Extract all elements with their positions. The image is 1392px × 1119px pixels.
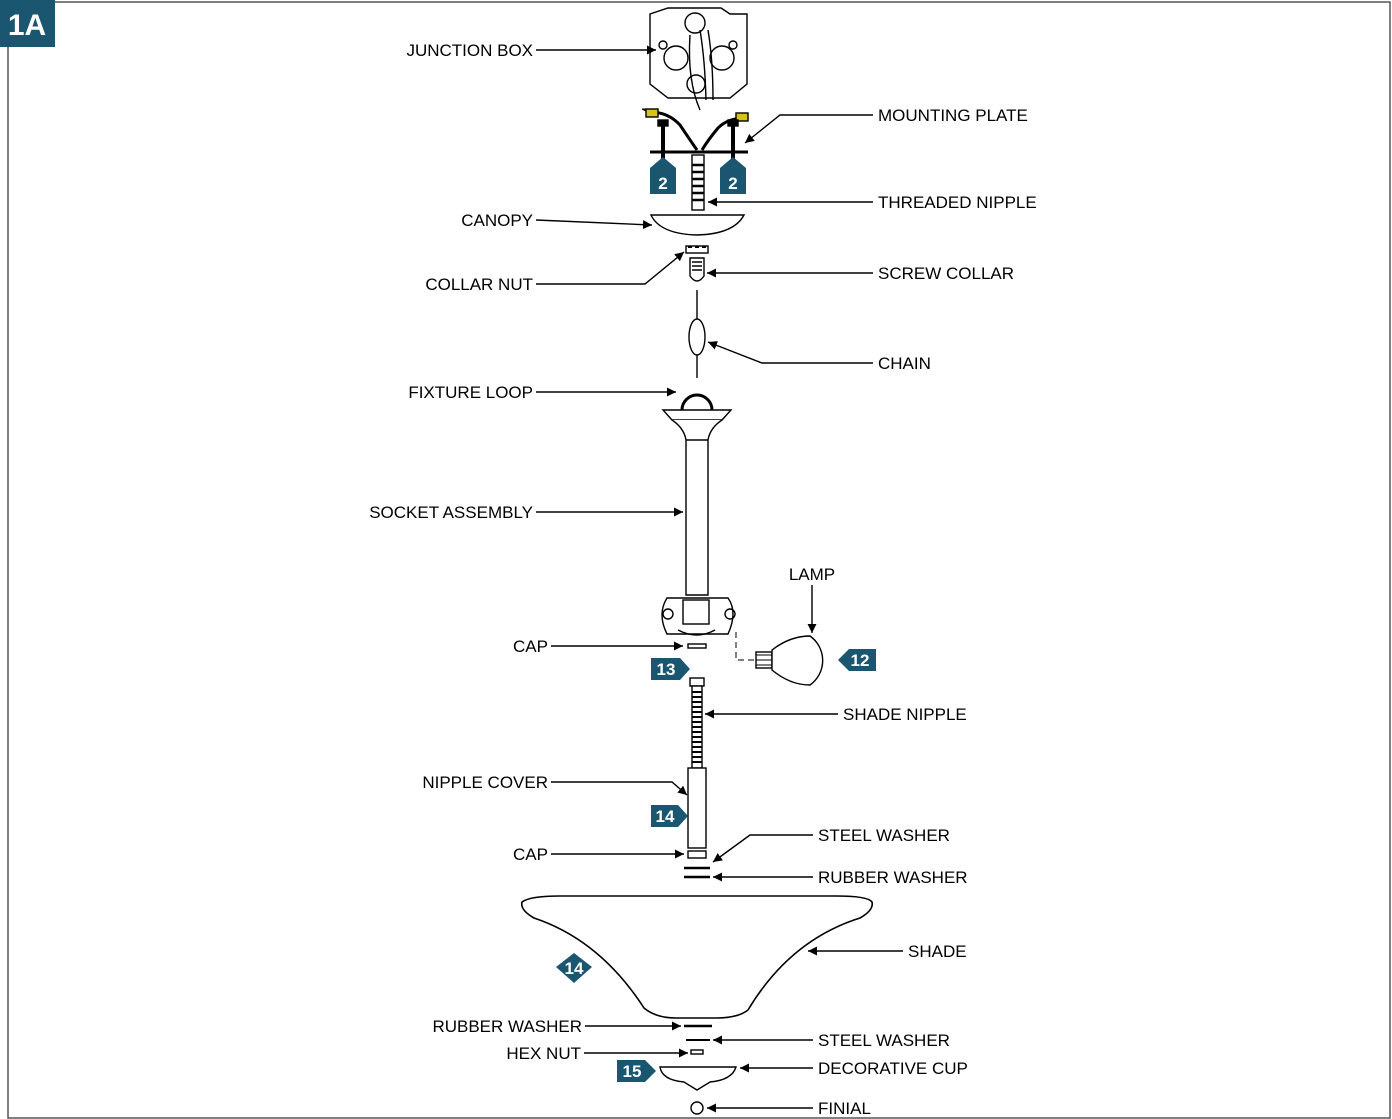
label-socket-assembly: SOCKET ASSEMBLY	[369, 503, 533, 522]
nipple-cover-part	[687, 767, 707, 849]
cap-top-part	[687, 643, 707, 649]
step-badge-nipple-cover: 14	[651, 805, 688, 827]
decorative-cup-part	[659, 1066, 737, 1091]
label-nipple-cover: NIPPLE COVER	[422, 773, 548, 792]
label-steel-washer-bottom: STEEL WASHER	[818, 1031, 950, 1050]
step-badge-shade: 14	[556, 953, 592, 983]
screw-collar-part	[689, 257, 705, 282]
mounting-screw-left-part	[657, 119, 669, 160]
label-fixture-loop: FIXTURE LOOP	[408, 383, 533, 402]
svg-text:12: 12	[851, 651, 870, 670]
label-cap-lower: CAP	[513, 845, 548, 864]
label-rubber-washer-top: RUBBER WASHER	[818, 868, 968, 887]
threaded-nipple-part	[691, 154, 705, 211]
fixture-loop-part	[661, 393, 733, 421]
step-badges: 2 2 12 13 14 14 15	[556, 157, 876, 1082]
label-lamp: LAMP	[789, 565, 835, 584]
label-steel-washer-top: STEEL WASHER	[818, 826, 950, 845]
junction-box-part	[649, 7, 748, 111]
svg-text:2: 2	[728, 174, 737, 193]
label-rubber-washer-bottom: RUBBER WASHER	[432, 1017, 582, 1036]
figure-border	[7, 1, 1391, 1119]
canopy-part	[649, 214, 746, 236]
part-labels: JUNCTION BOX MOUNTING PLATE THREADED NIP…	[369, 41, 1036, 1118]
label-finial: FINIAL	[818, 1099, 871, 1118]
shade-nipple-part	[689, 677, 705, 769]
figure-id-badge: 1A	[0, 0, 55, 47]
svg-text:14: 14	[656, 807, 675, 826]
label-canopy: CANOPY	[461, 211, 533, 230]
label-hex-nut: HEX NUT	[506, 1044, 581, 1063]
svg-text:15: 15	[623, 1062, 642, 1081]
step-badge-lamp: 12	[838, 649, 876, 671]
label-shade-nipple: SHADE NIPPLE	[843, 705, 967, 724]
svg-text:1A: 1A	[8, 9, 46, 42]
svg-text:13: 13	[657, 660, 676, 679]
svg-text:2: 2	[658, 174, 667, 193]
label-screw-collar: SCREW COLLAR	[878, 264, 1014, 283]
collar-nut-part	[685, 245, 709, 254]
lamp-part	[735, 632, 824, 686]
finial-part	[690, 1101, 704, 1115]
shade-part	[520, 895, 874, 1019]
svg-text:14: 14	[565, 959, 584, 978]
callout-arrows	[535, 45, 903, 1113]
parts-drawing	[520, 7, 874, 1115]
hex-nut-part	[690, 1049, 704, 1055]
label-chain: CHAIN	[878, 354, 931, 373]
step-badge-mounting-screw-right: 2	[720, 157, 746, 194]
label-decorative-cup: DECORATIVE CUP	[818, 1059, 968, 1078]
step-badge-decorative-cup: 15	[617, 1060, 656, 1082]
label-shade: SHADE	[908, 942, 967, 961]
step-badge-cap: 13	[651, 658, 690, 680]
chain-part	[688, 290, 706, 378]
socket-assembly-part	[661, 419, 736, 636]
label-threaded-nipple: THREADED NIPPLE	[878, 193, 1037, 212]
step-badge-mounting-screw-left: 2	[650, 157, 676, 194]
cap-lower-part	[687, 850, 707, 859]
label-mounting-plate: MOUNTING PLATE	[878, 106, 1028, 125]
label-cap-top: CAP	[513, 637, 548, 656]
label-collar-nut: COLLAR NUT	[425, 275, 533, 294]
mounting-screw-right-part	[727, 119, 739, 160]
wires-part	[641, 108, 749, 151]
label-junction-box: JUNCTION BOX	[406, 41, 533, 60]
